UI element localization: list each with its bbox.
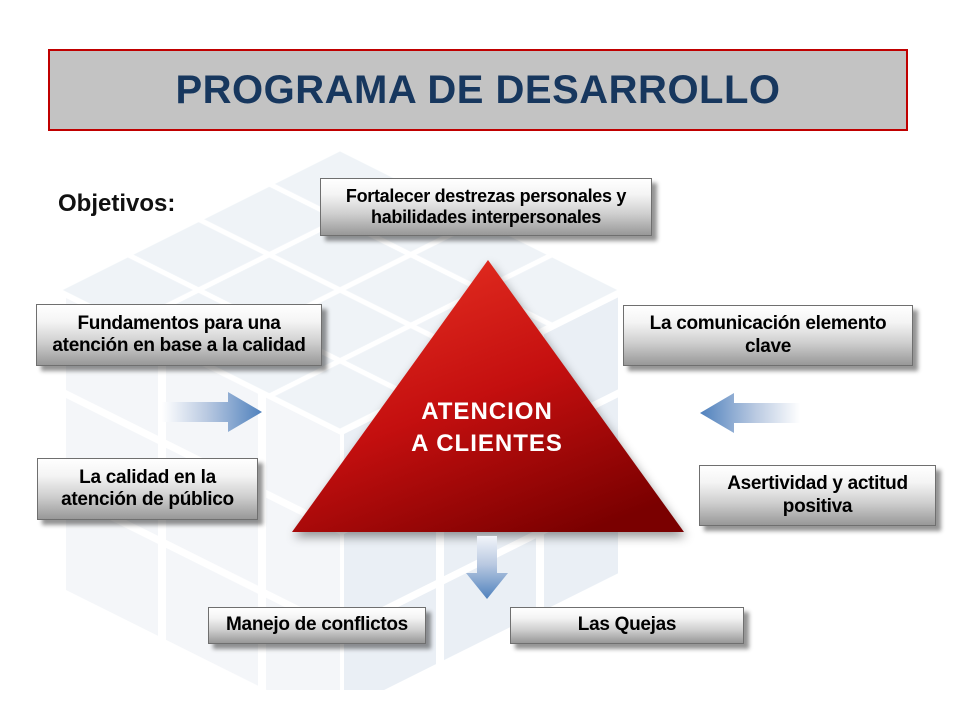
box-calidad-atencion-publico: La calidad en la atención de público	[37, 458, 258, 520]
triangle-label-line1: ATENCION	[421, 398, 553, 425]
title-banner: PROGRAMA DE DESARROLLO	[48, 49, 908, 131]
box-comunicacion-clave: La comunicación elemento clave	[623, 305, 913, 366]
page-title: PROGRAMA DE DESARROLLO	[175, 67, 781, 112]
box-fundamentos-calidad: Fundamentos para una atención en base a …	[36, 304, 322, 366]
box-label: Asertividad y actitud positiva	[727, 473, 908, 517]
arrow-down-icon	[466, 536, 508, 599]
box-label: Fortalecer destrezas personales y habili…	[345, 185, 627, 227]
box-label: Fundamentos para una atención en base a …	[52, 312, 306, 356]
box-asertividad-actitud: Asertividad y actitud positiva	[699, 465, 936, 526]
box-label: La comunicación elemento clave	[649, 313, 887, 357]
objectives-label: Objetivos:	[58, 190, 176, 217]
triangle-label-line2: A CLIENTES	[411, 430, 563, 457]
box-las-quejas: Las Quejas	[510, 607, 744, 644]
box-manejo-conflictos: Manejo de conflictos	[208, 607, 426, 644]
triangle-label: ATENCION A CLIENTES	[287, 396, 687, 460]
center-triangle	[292, 260, 684, 532]
box-label: La calidad en la atención de público	[61, 466, 234, 510]
box-label: Manejo de conflictos	[226, 614, 408, 636]
box-label: Las Quejas	[577, 614, 677, 636]
box-fortalecer-destrezas: Fortalecer destrezas personales y habili…	[320, 178, 652, 236]
arrow-left-icon	[700, 393, 800, 433]
arrow-right-icon	[162, 392, 262, 432]
